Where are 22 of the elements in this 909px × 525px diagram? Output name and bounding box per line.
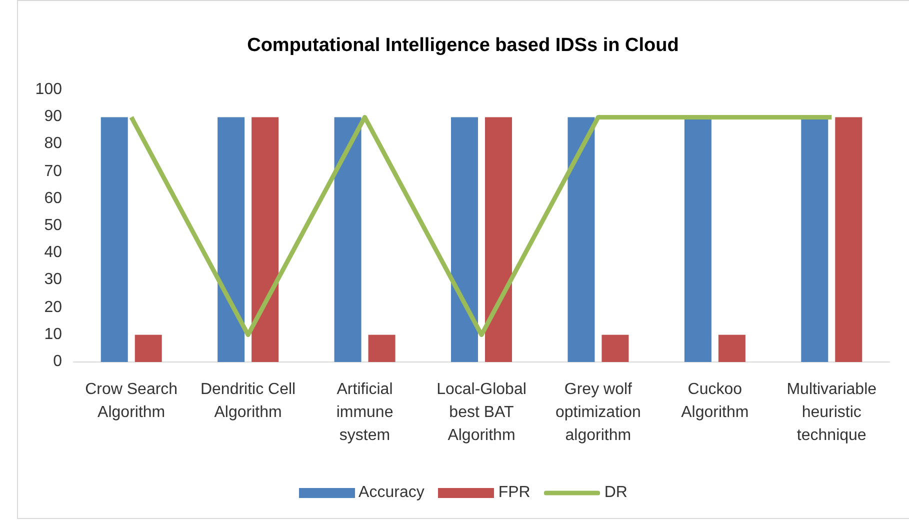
y-tick-label: 0: [53, 353, 62, 371]
y-tick-label: 70: [44, 162, 62, 181]
y-tick-label: 100: [35, 81, 62, 99]
y-tick-label: 20: [44, 298, 62, 317]
y-tick-label: 50: [44, 217, 62, 235]
category-label: Multivariable heuristic technique: [786, 380, 878, 446]
y-tick-label: 60: [44, 190, 62, 208]
y-tick-label: 90: [44, 108, 62, 126]
y-tick-label: 30: [44, 271, 62, 290]
category-label: Crow Search Algorithm: [84, 380, 179, 423]
category-label: Cuckoo Algorithm: [680, 380, 750, 423]
category-label: Local-Global best BAT Algorithm: [436, 380, 528, 446]
legend-label: Accuracy: [358, 483, 424, 503]
y-tick-label: 10: [44, 326, 62, 344]
legend-label: FPR: [498, 483, 530, 503]
category-label: Artificial immune system: [335, 380, 394, 446]
category-label: Grey wolf optimization algorithm: [554, 380, 642, 446]
category-label: Dendritic Cell Algorithm: [199, 380, 297, 423]
chart-title: Computational Intelligence based IDSs in Cloud: [246, 34, 680, 58]
y-tick-label: 80: [44, 135, 62, 154]
legend-label: DR: [604, 483, 628, 503]
y-tick-label: 40: [44, 244, 62, 262]
